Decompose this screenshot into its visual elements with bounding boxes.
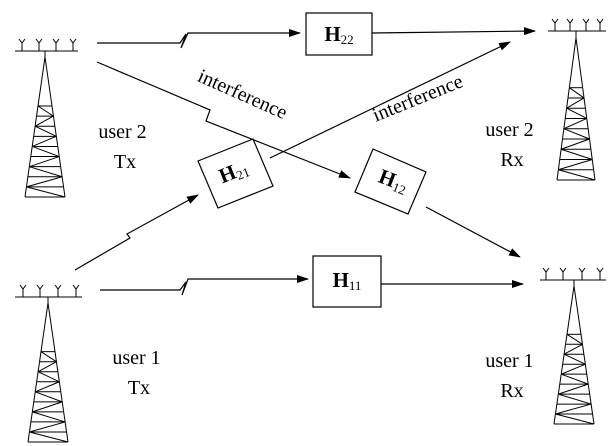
user1-rx-label: user 1 Rx xyxy=(485,350,538,402)
path-tx1-to-h21 xyxy=(74,194,199,271)
interference-label-right: interference xyxy=(369,70,466,126)
tower-user2-rx xyxy=(548,18,606,181)
svg-text:H11: H11 xyxy=(333,268,362,293)
path-h21-to-rx2 xyxy=(269,41,511,159)
user1-tx-label: user 1 Tx xyxy=(112,347,165,399)
tower-user2-tx xyxy=(15,38,78,198)
channel-box-h12: H12 xyxy=(354,148,427,215)
path-tx1-to-h11 xyxy=(100,275,309,296)
svg-text:H22: H22 xyxy=(324,22,353,47)
channel-box-h22: H22 xyxy=(305,12,373,56)
interference-label-left: interference xyxy=(194,65,290,124)
tower-user1-rx xyxy=(540,267,606,425)
user2-tx-label: user 2 Tx xyxy=(98,121,151,173)
svg-text:H12: H12 xyxy=(375,164,411,198)
path-tx2-to-h12 xyxy=(96,61,351,179)
tower-user1-tx xyxy=(15,284,82,443)
path-h12-to-rx1 xyxy=(425,206,521,258)
user2-rx-label: user 2 Rx xyxy=(485,119,538,171)
path-h22-to-rx2 xyxy=(371,27,536,36)
channel-box-h11: H11 xyxy=(312,255,382,308)
channel-box-h21: H21 xyxy=(197,138,274,209)
path-tx2-to-h22 xyxy=(97,29,301,49)
